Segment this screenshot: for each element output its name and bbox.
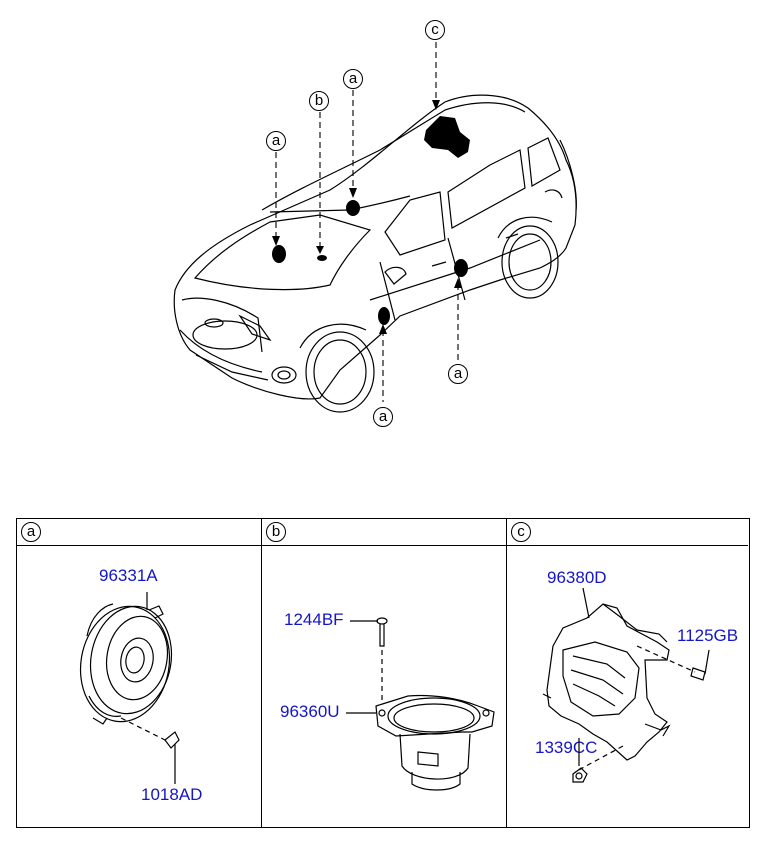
- part-number: 1339CC: [535, 738, 598, 757]
- callout-a: a: [448, 364, 468, 384]
- door-speaker-drawing: [79, 592, 180, 784]
- part-number: 1125GB: [677, 626, 739, 645]
- speaker-front-right-tweeter: [346, 200, 360, 216]
- center-speaker-drawing: [346, 617, 495, 791]
- panel-c: c 96380D 1125GB 1339CC: [507, 519, 748, 827]
- callout-a: a: [266, 131, 286, 151]
- vehicle-overview: [173, 42, 577, 413]
- panel-header: c: [507, 519, 748, 546]
- part-number: 1244BF: [284, 610, 344, 629]
- part-number: 96380D: [547, 568, 607, 587]
- part-number: 1018AD: [141, 785, 203, 804]
- speaker-subwoofer: [424, 116, 470, 158]
- speaker-front-left-tweeter: [272, 245, 286, 263]
- panel-header: a: [17, 519, 261, 546]
- callout-c: c: [425, 20, 445, 40]
- callout-a: a: [343, 69, 363, 89]
- speaker-front-door: [378, 307, 390, 325]
- part-number: 96331A: [99, 566, 158, 585]
- panel-b: b 1244BF 96360U: [262, 519, 507, 827]
- panel-callout: c: [511, 522, 531, 542]
- panel-header: b: [262, 519, 506, 546]
- panel-callout: b: [266, 522, 286, 542]
- part-number: 96360U: [280, 702, 340, 721]
- parts-table: a 96331A 1018AD b: [16, 518, 750, 828]
- speaker-front-center: [317, 255, 327, 261]
- panel-a: a 96331A 1018AD: [17, 519, 262, 827]
- speaker-rear-door: [454, 259, 468, 277]
- callout-a: a: [373, 407, 393, 427]
- callout-b: b: [309, 91, 329, 111]
- panel-callout: a: [21, 522, 41, 542]
- subwoofer-enclosure-drawing: [542, 587, 710, 783]
